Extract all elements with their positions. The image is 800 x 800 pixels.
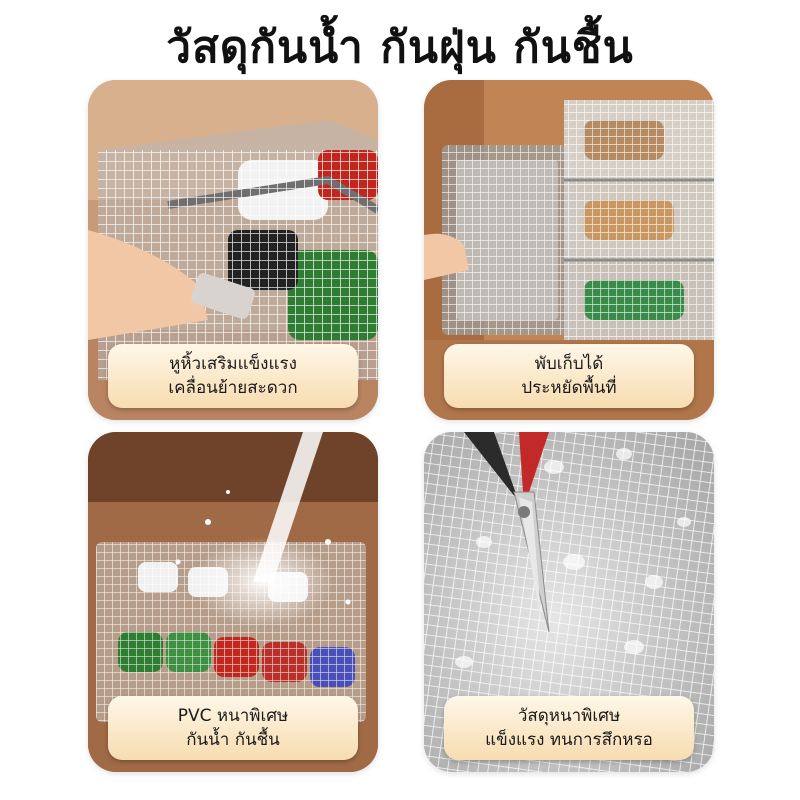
feature-label-line1: วัสดุหนาพิเศษ	[517, 706, 621, 726]
feature-label-line1: หูหิ้วเสริมแข็งแรง	[169, 354, 297, 374]
feature-label-line1: พับเก็บได้	[534, 354, 604, 374]
feature-panel-durable: วัสดุหนาพิเศษ แข็งแรง ทนการสึกหรอ	[424, 432, 714, 772]
feature-panel-foldable: พับเก็บได้ ประหยัดพื้นที่	[424, 80, 714, 420]
mesh-box-handle-illustration	[88, 80, 378, 420]
feature-label-line2: เคลื่อนย้ายสะดวก	[168, 378, 298, 398]
feature-label: พับเก็บได้ ประหยัดพื้นที่	[444, 344, 694, 408]
feature-label-line1: PVC หนาพิเศษ	[177, 706, 289, 726]
feature-panel-waterproof: PVC หนาพิเศษ กันน้ำ กันชื้น	[88, 432, 378, 772]
feature-label: หูหิ้วเสริมแข็งแรง เคลื่อนย้ายสะดวก	[108, 344, 358, 408]
feature-panel-handle: หูหิ้วเสริมแข็งแรง เคลื่อนย้ายสะดวก	[88, 80, 378, 420]
feature-label-line2: ประหยัดพื้นที่	[521, 378, 617, 398]
feature-label: วัสดุหนาพิเศษ แข็งแรง ทนการสึกหรอ	[444, 696, 694, 760]
feature-label-line2: แข็งแรง ทนการสึกหรอ	[485, 730, 653, 750]
headline: วัสดุกันน้ำ กันฝุ่น กันชื้น	[166, 22, 634, 73]
feature-label: PVC หนาพิเศษ กันน้ำ กันชื้น	[108, 696, 358, 760]
feature-label-line2: กันน้ำ กันชื้น	[186, 730, 280, 750]
